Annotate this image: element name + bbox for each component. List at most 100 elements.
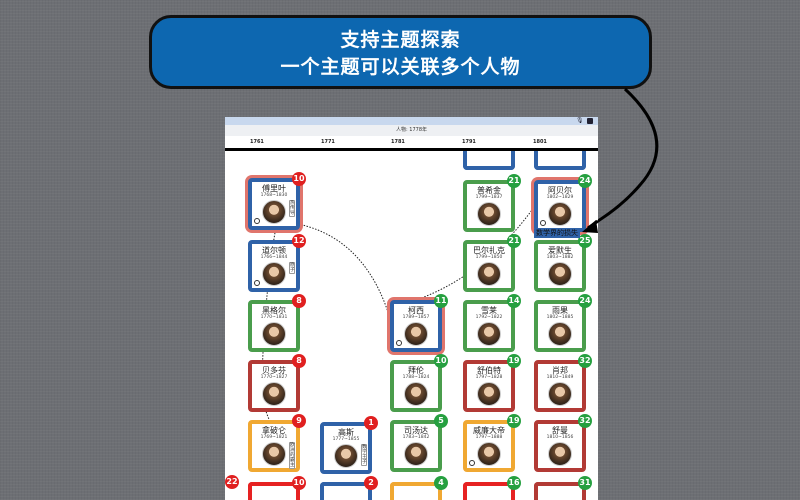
portrait bbox=[404, 382, 428, 406]
tick-label: 1791 bbox=[462, 139, 476, 145]
callout-line-2: 一个主题可以关联多个人物 bbox=[280, 56, 521, 78]
person-card[interactable] bbox=[534, 151, 586, 170]
person-name: 柯西 bbox=[408, 306, 424, 315]
person-card[interactable]: 肖邦 1810~1849 32 bbox=[534, 354, 592, 412]
person-card[interactable]: 舒曼 1810~1856 32 bbox=[534, 414, 592, 472]
timeline-ruler[interactable]: 1761 1771 1781 1791 1801 bbox=[225, 136, 598, 151]
comment-icon[interactable] bbox=[540, 220, 546, 226]
count-badge: 11 bbox=[434, 294, 448, 308]
person-name: 高斯 bbox=[338, 428, 354, 437]
portrait bbox=[262, 200, 286, 224]
person-years: 1803~1882 bbox=[546, 255, 574, 260]
person-card[interactable]: 傅里叶 1768~1830 热传导 10 bbox=[248, 172, 306, 230]
arrow-line bbox=[598, 87, 659, 223]
count-badge: 19 bbox=[507, 414, 521, 428]
person-years: 1797~1828 bbox=[475, 375, 503, 380]
person-card[interactable]: 2 bbox=[320, 476, 378, 500]
person-years: 1783~1842 bbox=[402, 435, 430, 440]
topic-tag[interactable]: 原子 bbox=[289, 262, 295, 274]
person-card[interactable]: 黑格尔 1770~1831 8 bbox=[248, 294, 306, 352]
portrait bbox=[477, 202, 501, 226]
portrait bbox=[477, 322, 501, 346]
portrait bbox=[477, 442, 501, 466]
person-years: 1770~1827 bbox=[260, 375, 288, 380]
person-card[interactable]: 31 bbox=[534, 476, 592, 500]
person-years: 1799~1837 bbox=[475, 195, 503, 200]
person-name: 威廉大帝 bbox=[473, 426, 505, 435]
person-card[interactable]: 4 bbox=[390, 476, 448, 500]
person-card[interactable]: 巴尔扎克 1799~1850 21 bbox=[463, 234, 521, 292]
person-card[interactable]: 16 bbox=[463, 476, 521, 500]
count-badge: 24 bbox=[578, 294, 592, 308]
count-badge: 16 bbox=[507, 476, 521, 490]
person-name: 阿贝尔 bbox=[548, 186, 572, 195]
person-years: 1802~1885 bbox=[546, 315, 574, 320]
comment-icon[interactable] bbox=[469, 460, 475, 466]
count-badge: 21 bbox=[507, 174, 521, 188]
portrait bbox=[262, 442, 286, 466]
count-badge: 10 bbox=[434, 354, 448, 368]
tick-label: 1781 bbox=[391, 139, 405, 145]
person-card[interactable]: 高斯 1777~1855 数学王子 1 bbox=[320, 416, 378, 474]
person-card[interactable]: 普希金 1799~1837 21 bbox=[463, 174, 521, 232]
person-card[interactable]: 柯西 1789~1857 11 bbox=[390, 294, 448, 352]
person-card[interactable]: 雨果 1802~1885 24 bbox=[534, 294, 592, 352]
person-name: 司汤达 bbox=[404, 426, 428, 435]
count-badge: 32 bbox=[578, 354, 592, 368]
person-years: 1810~1856 bbox=[546, 435, 574, 440]
topic-tag[interactable]: 欧洲的霸主 bbox=[289, 442, 295, 469]
app-screen: 🎙 人物: 1778年 1761 1771 1781 1791 1801 傅里叶… bbox=[225, 117, 598, 500]
comment-icon[interactable] bbox=[254, 280, 260, 286]
person-name: 拿破仑 bbox=[262, 426, 286, 435]
portrait bbox=[477, 262, 501, 286]
portrait bbox=[404, 322, 428, 346]
comment-icon[interactable] bbox=[254, 218, 260, 224]
person-years: 1777~1855 bbox=[332, 437, 360, 442]
person-years: 1799~1850 bbox=[475, 255, 503, 260]
person-card[interactable] bbox=[463, 151, 515, 170]
person-years: 1789~1857 bbox=[402, 315, 430, 320]
count-badge: 22 bbox=[225, 475, 239, 489]
count-badge: 10 bbox=[292, 172, 306, 186]
callout-bubble: 支持主题探索 一个主题可以关联多个人物 bbox=[149, 15, 652, 89]
callout-line-1: 支持主题探索 bbox=[340, 29, 461, 51]
topic-tag[interactable]: 热传导 bbox=[289, 200, 295, 217]
count-badge: 19 bbox=[507, 354, 521, 368]
person-years: 1792~1822 bbox=[475, 315, 503, 320]
count-badge: 1 bbox=[364, 416, 378, 430]
portrait bbox=[548, 382, 572, 406]
fullscreen-icon[interactable] bbox=[587, 118, 593, 124]
portrait bbox=[548, 262, 572, 286]
comment-icon[interactable] bbox=[396, 340, 402, 346]
person-card[interactable]: 10 bbox=[248, 476, 306, 500]
tick-label: 1801 bbox=[533, 139, 547, 145]
person-card[interactable]: 阿贝尔 1802~1829 24 bbox=[534, 174, 592, 232]
person-card[interactable]: 威廉大帝 1797~1888 19 bbox=[463, 414, 521, 472]
person-card[interactable]: 雪莱 1792~1822 14 bbox=[463, 294, 521, 352]
person-card[interactable]: 舒伯特 1797~1828 19 bbox=[463, 354, 521, 412]
page-subtitle: 人物: 1778年 bbox=[225, 125, 598, 136]
person-card[interactable]: 司汤达 1783~1842 5 bbox=[390, 414, 448, 472]
count-badge: 21 bbox=[507, 234, 521, 248]
person-name: 贝多芬 bbox=[262, 366, 286, 375]
portrait bbox=[548, 322, 572, 346]
topic-tag[interactable]: 数学王子 bbox=[361, 444, 367, 466]
count-badge: 14 bbox=[507, 294, 521, 308]
count-badge: 31 bbox=[578, 476, 592, 490]
count-badge: 24 bbox=[578, 174, 592, 188]
portrait bbox=[262, 322, 286, 346]
person-years: 1810~1849 bbox=[546, 375, 574, 380]
person-card[interactable]: 拜伦 1788~1824 10 bbox=[390, 354, 448, 412]
person-years: 1769~1821 bbox=[260, 435, 288, 440]
person-years: 1768~1830 bbox=[260, 193, 288, 198]
topic-label[interactable]: 数学界的损失 bbox=[534, 229, 580, 238]
person-name: 舒伯特 bbox=[477, 366, 501, 375]
microphone-icon[interactable]: 🎙 bbox=[576, 117, 584, 124]
person-card[interactable]: 爱默生 1803~1882 25 bbox=[534, 234, 592, 292]
person-name: 爱默生 bbox=[548, 246, 572, 255]
person-card[interactable]: 贝多芬 1770~1827 8 bbox=[248, 354, 306, 412]
person-name: 傅里叶 bbox=[262, 184, 286, 193]
title-bar: 🎙 bbox=[225, 117, 598, 125]
